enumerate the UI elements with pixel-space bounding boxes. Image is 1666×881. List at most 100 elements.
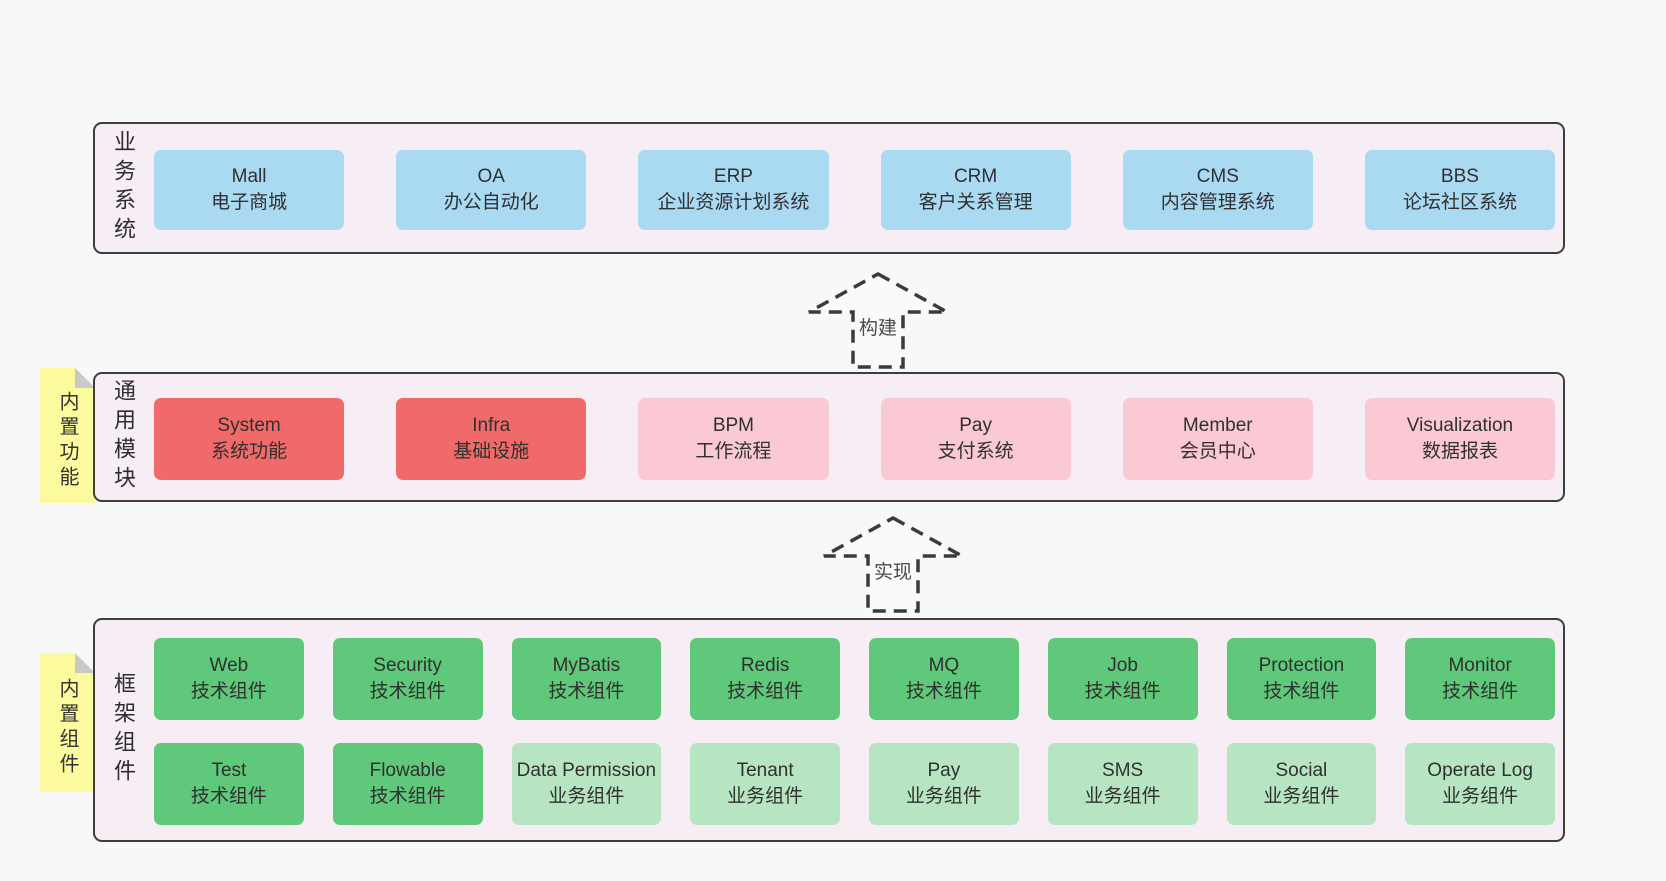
box-mall: Mall 电子商城 bbox=[154, 150, 345, 230]
box-cms: CMS 内容管理系统 bbox=[1122, 150, 1313, 230]
box-subtitle: 电子商城 bbox=[211, 192, 288, 213]
arrow-label: 实现 bbox=[873, 562, 913, 583]
box-subtitle: 技术组件 bbox=[727, 681, 804, 702]
box-subtitle: 技术组件 bbox=[1442, 681, 1519, 702]
note-label: 内置功能 bbox=[56, 390, 78, 491]
business-boxes-row: Mall 电子商城 OA 办公自动化 ERP 企业资源计划系统 CRM 客户关系… bbox=[154, 150, 1556, 230]
box-title: BBS bbox=[1440, 166, 1479, 187]
box-subtitle: 业务组件 bbox=[727, 786, 804, 807]
box-subtitle: 支付系统 bbox=[937, 441, 1014, 462]
box-oa: OA 办公自动化 bbox=[396, 150, 587, 230]
box-subtitle: 技术组件 bbox=[548, 681, 625, 702]
box-test: Test 技术组件 bbox=[154, 743, 304, 825]
box-title: SMS bbox=[1102, 760, 1144, 781]
note-label: 内置组件 bbox=[56, 677, 78, 778]
box-title: Mall bbox=[231, 166, 267, 187]
box-subtitle: 系统功能 bbox=[211, 441, 288, 462]
box-title: Member bbox=[1182, 415, 1253, 436]
arrow-label: 构建 bbox=[858, 318, 898, 339]
fold-corner-icon bbox=[75, 653, 95, 673]
box-subtitle: 业务组件 bbox=[905, 786, 982, 807]
box-title: Data Permission bbox=[516, 760, 657, 781]
panel-side-label: 通用模块 bbox=[111, 379, 136, 495]
box-visualization: Visualization 数据报表 bbox=[1364, 398, 1556, 480]
box-title: Infra bbox=[472, 415, 511, 436]
fold-corner-icon bbox=[75, 368, 95, 388]
box-pay-module: Pay 支付系统 bbox=[880, 398, 1071, 480]
box-subtitle: 技术组件 bbox=[1084, 681, 1161, 702]
box-title: MQ bbox=[928, 655, 960, 676]
box-subtitle: 业务组件 bbox=[548, 786, 625, 807]
box-title: Test bbox=[211, 760, 247, 781]
box-title: Redis bbox=[740, 655, 790, 676]
box-erp: ERP 企业资源计划系统 bbox=[638, 150, 829, 230]
box-title: Flowable bbox=[369, 760, 446, 781]
arrow-up-icon bbox=[823, 516, 963, 613]
box-title: OA bbox=[477, 166, 505, 187]
box-subtitle: 会员中心 bbox=[1179, 441, 1256, 462]
box-title: Visualization bbox=[1406, 415, 1514, 436]
box-subtitle: 业务组件 bbox=[1084, 786, 1161, 807]
box-flowable: Flowable 技术组件 bbox=[332, 743, 483, 825]
box-bbs: BBS 论坛社区系统 bbox=[1364, 150, 1556, 230]
box-pay-component: Pay 业务组件 bbox=[869, 743, 1019, 825]
box-subtitle: 技术组件 bbox=[190, 786, 267, 807]
box-subtitle: 内容管理系统 bbox=[1160, 192, 1275, 213]
panel-business-systems: 业务系统 Mall 电子商城 OA 办公自动化 ERP 企业资源计划系统 CRM… bbox=[93, 122, 1565, 254]
box-data-permission: Data Permission 业务组件 bbox=[511, 743, 662, 825]
box-monitor: Monitor 技术组件 bbox=[1405, 638, 1555, 720]
box-subtitle: 技术组件 bbox=[369, 786, 446, 807]
box-sms: SMS 业务组件 bbox=[1047, 743, 1198, 825]
box-crm: CRM 客户关系管理 bbox=[880, 150, 1071, 230]
box-title: Pay bbox=[959, 415, 992, 436]
panel-side-label: 框架组件 bbox=[111, 672, 136, 788]
box-title: Protection bbox=[1258, 655, 1345, 676]
arrow-build: 构建 bbox=[800, 267, 956, 373]
box-title: CRM bbox=[953, 166, 998, 187]
box-title: MyBatis bbox=[552, 655, 621, 676]
box-subtitle: 技术组件 bbox=[190, 681, 267, 702]
sticky-note-builtin-components: 内置组件 bbox=[40, 653, 95, 792]
box-mq: MQ 技术组件 bbox=[869, 638, 1019, 720]
box-tenant: Tenant 业务组件 bbox=[690, 743, 840, 825]
box-title: Operate Log bbox=[1427, 760, 1533, 781]
box-title: Tenant bbox=[736, 760, 794, 781]
arrow-implement: 实现 bbox=[815, 511, 971, 617]
sticky-note-builtin-functions: 内置功能 bbox=[40, 368, 95, 503]
box-title: Social bbox=[1275, 760, 1328, 781]
box-title: Monitor bbox=[1448, 655, 1512, 676]
box-subtitle: 技术组件 bbox=[1263, 681, 1340, 702]
box-subtitle: 业务组件 bbox=[1263, 786, 1340, 807]
box-title: BPM bbox=[712, 415, 755, 436]
arrow-up-icon bbox=[808, 272, 948, 369]
box-subtitle: 技术组件 bbox=[905, 681, 982, 702]
box-subtitle: 数据报表 bbox=[1421, 441, 1498, 462]
box-protection: Protection 技术组件 bbox=[1226, 638, 1377, 720]
box-title: Security bbox=[373, 655, 442, 676]
box-subtitle: 企业资源计划系统 bbox=[657, 192, 810, 213]
box-web: Web 技术组件 bbox=[154, 638, 304, 720]
box-title: Pay bbox=[927, 760, 961, 781]
box-title: System bbox=[217, 415, 281, 436]
box-infra: Infra 基础设施 bbox=[396, 398, 587, 480]
box-job: Job 技术组件 bbox=[1047, 638, 1198, 720]
box-subtitle: 技术组件 bbox=[369, 681, 446, 702]
box-title: CMS bbox=[1196, 166, 1239, 187]
box-subtitle: 论坛社区系统 bbox=[1402, 192, 1517, 213]
box-mybatis: MyBatis 技术组件 bbox=[511, 638, 662, 720]
box-title: Job bbox=[1107, 655, 1138, 676]
box-title: Web bbox=[209, 655, 249, 676]
box-security: Security 技术组件 bbox=[332, 638, 483, 720]
box-subtitle: 办公自动化 bbox=[443, 192, 539, 213]
box-social: Social 业务组件 bbox=[1226, 743, 1377, 825]
box-system: System 系统功能 bbox=[154, 398, 345, 480]
box-subtitle: 工作流程 bbox=[695, 441, 772, 462]
box-title: ERP bbox=[713, 166, 753, 187]
modules-boxes-row: System 系统功能 Infra 基础设施 BPM 工作流程 Pay 支付系统… bbox=[154, 398, 1556, 480]
panel-side-label: 业务系统 bbox=[111, 130, 136, 246]
box-subtitle: 客户关系管理 bbox=[918, 192, 1033, 213]
box-subtitle: 业务组件 bbox=[1442, 786, 1519, 807]
panel-common-modules: 通用模块 System 系统功能 Infra 基础设施 BPM 工作流程 Pay… bbox=[93, 372, 1565, 502]
components-row-2: Test 技术组件 Flowable 技术组件 Data Permission … bbox=[154, 743, 1555, 825]
